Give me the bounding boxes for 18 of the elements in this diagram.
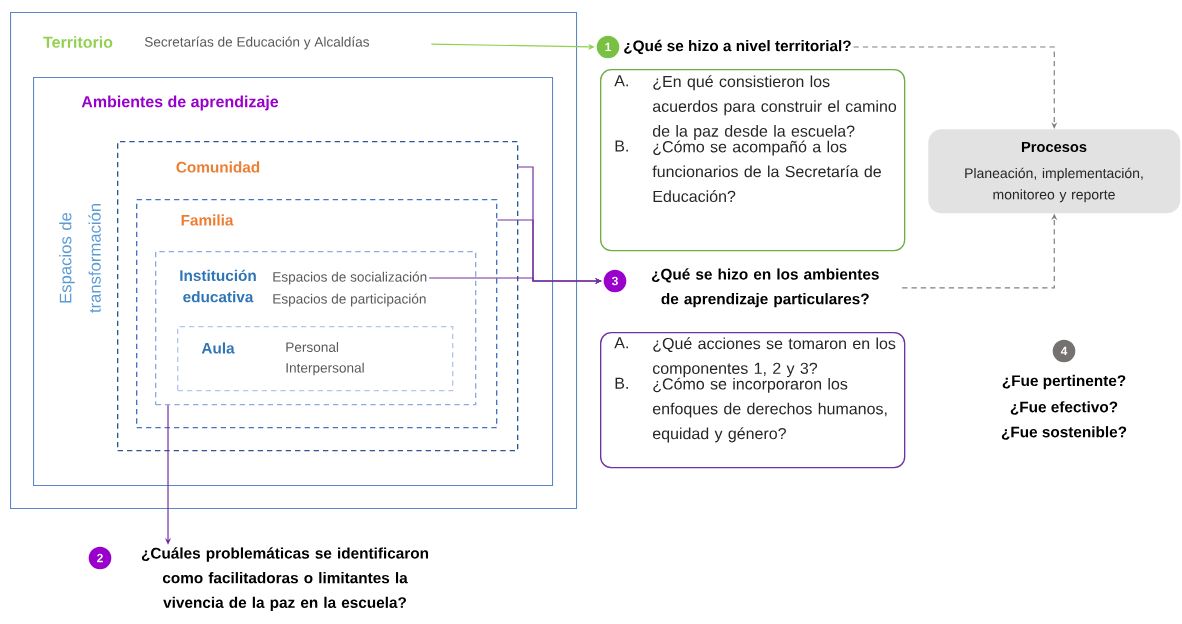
dashed-box: Aula Personal Interpersonal — [177, 326, 454, 392]
arrow — [852, 46, 1058, 129]
node-label: ¿Qué se hizo en los ambientes de aprendizaje particulares? — [651, 268, 879, 308]
node-label: ¿Fue pertinente? — [1002, 374, 1126, 390]
process-box: Procesos Planeación, implementación, monitoreo y reporte — [928, 129, 1181, 214]
numbered-question: 3 ¿Qué se hizo en los ambientes de aprendizaje particulares? — [603, 268, 879, 308]
question-box: A. ¿Qué acciones se tomaron en los componentes 1, 2 y 3? B. ¿Cómo se incorporaron los enfoques de derechos humanos, equidad y género? — [600, 332, 906, 469]
text-label: Secretarías de Educación y Alcaldías — [144, 36, 370, 50]
node-label: ¿Qué se hizo a nivel territorial? — [624, 39, 851, 55]
node-label: ¿Cuáles problemáticas se identificaron como facilitadoras o limitantes la vivencia de la paz en la escuela? — [141, 547, 429, 612]
question-box: A. ¿En qué consistieron los acuerdos para construir el camino de la paz desde la escuela? B. ¿Cómo se acompañó a los funcionarios de la Secretaría de Educación? — [600, 69, 906, 252]
numbered-question: 4 ¿Fue pertinente? ¿Fue efectivo? ¿Fue sostenible? — [1001, 339, 1127, 440]
numbered-question: 1 ¿Qué se hizo a nivel territorial? — [596, 35, 851, 59]
text-label: Espacios de socialización Espacios de participación — [273, 271, 427, 307]
numbered-question: 2 ¿Cuáles problemáticas se identificaron como facilitadoras o limitantes la vivencia de la paz en la escuela? — [88, 546, 429, 611]
rotated-label: Espacios de transformación — [59, 204, 101, 313]
node-label: ¿Fue sostenible? — [1001, 426, 1127, 440]
node-label: ¿Fue efectivo? — [1010, 401, 1118, 415]
